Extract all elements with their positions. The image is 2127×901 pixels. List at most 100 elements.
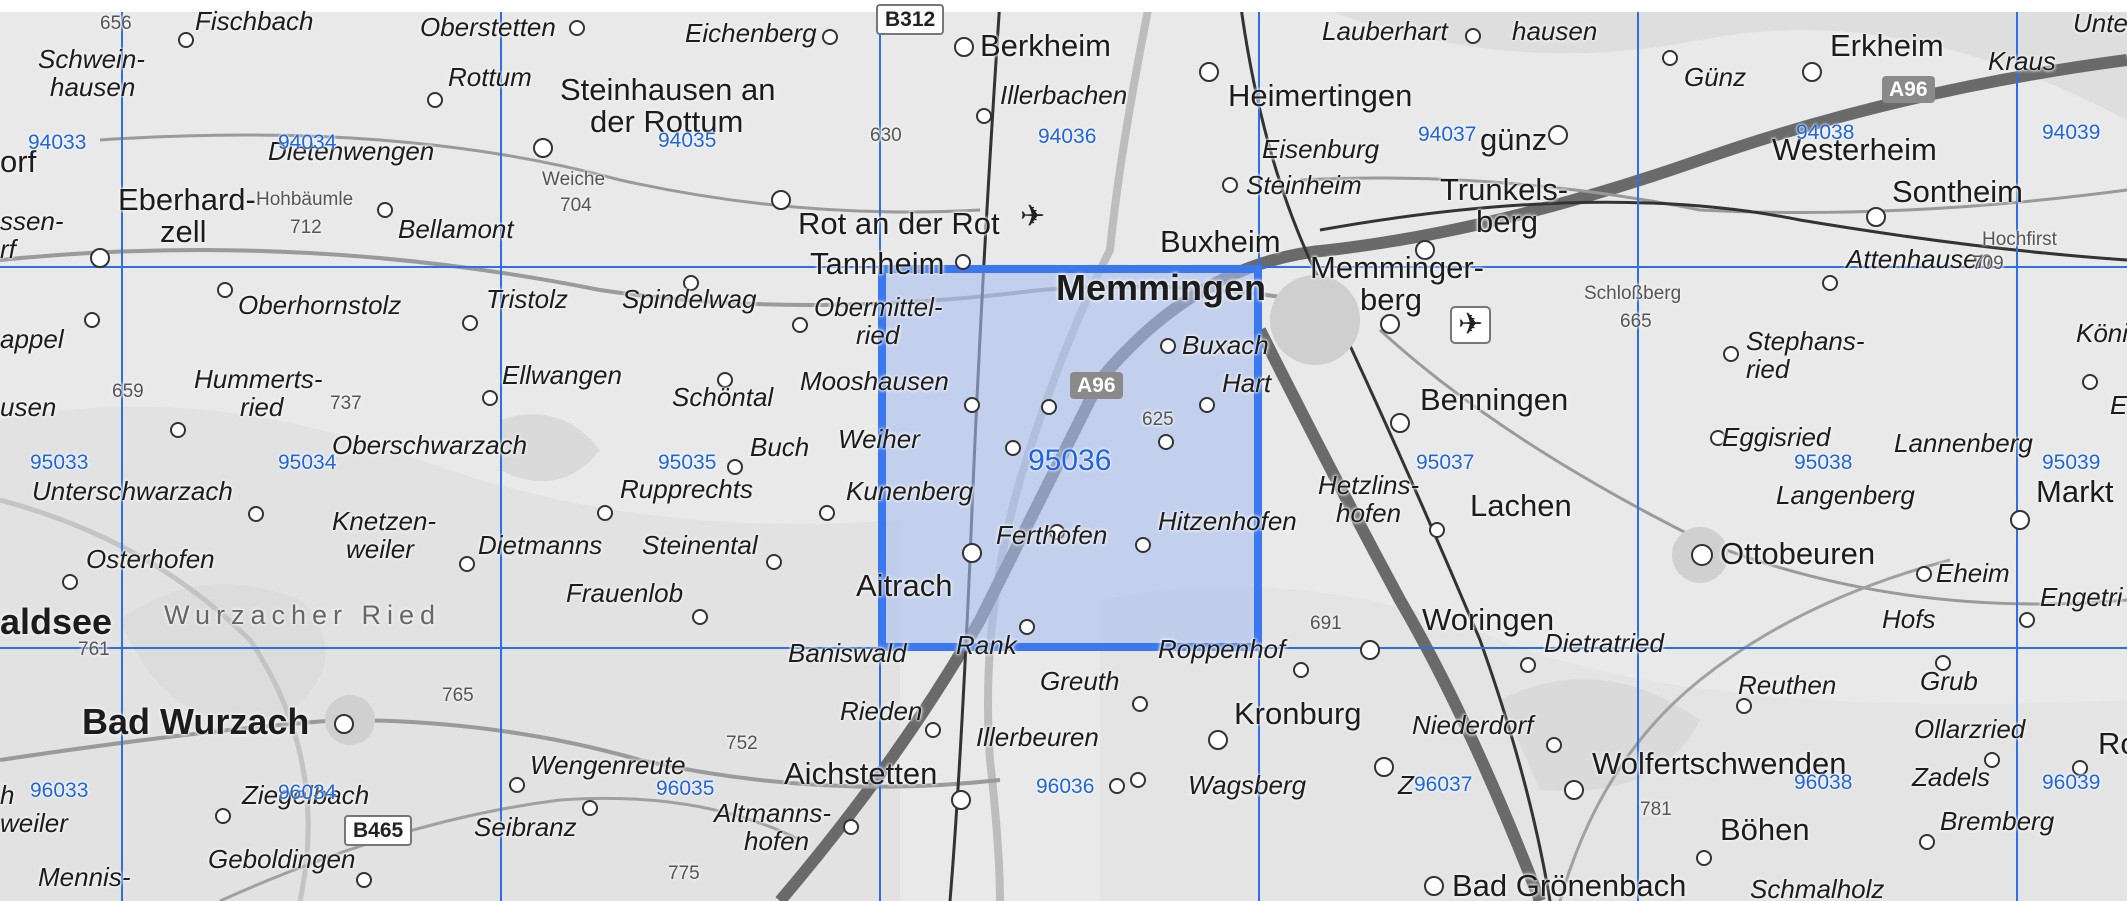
grid-cell-label-95035[interactable]: 95035	[658, 451, 717, 474]
grid-cell-label-96033[interactable]: 96033	[30, 779, 89, 802]
place-label: Knetzen-	[332, 506, 437, 536]
place-label: Berkheim	[980, 28, 1111, 63]
place-label: hausen	[50, 72, 136, 102]
place-label: Obermittel-	[814, 292, 943, 322]
place-label: ried	[240, 392, 284, 422]
place-label: usen	[0, 392, 57, 422]
place-label: Eheim	[1936, 558, 2010, 588]
elevation-label: 630	[870, 125, 902, 146]
grid-cell-label-94036[interactable]: 94036	[1038, 125, 1097, 148]
grid-cell-label-96037[interactable]: 96037	[1414, 773, 1473, 796]
elevation-label: 625	[1142, 409, 1174, 430]
place-label: Hart	[1222, 368, 1272, 398]
place-label: Sontheim	[1892, 174, 2023, 209]
place-label: Dietmanns	[478, 530, 603, 560]
grid-cell-label-94037[interactable]: 94037	[1418, 123, 1477, 146]
grid-cell-label-96039[interactable]: 96039	[2042, 771, 2101, 794]
place-label: berg	[1476, 204, 1539, 239]
place-label: Schöntal	[672, 382, 774, 412]
grid-cell-label-95034[interactable]: 95034	[278, 451, 337, 474]
grid-cell-label-96034[interactable]: 96034	[278, 781, 337, 804]
grid-cell-label-94038[interactable]: 94038	[1796, 121, 1855, 144]
place-label: Mennis-	[38, 862, 131, 892]
place-label: Mooshausen	[800, 366, 949, 396]
elevation-label: 709	[1972, 253, 2004, 274]
place-label: Geboldingen	[208, 844, 356, 874]
place-label: Attenhausen	[1846, 244, 1993, 274]
grid-cell-label-94033[interactable]: 94033	[28, 131, 87, 154]
place-label: Illerbachen	[1000, 80, 1128, 110]
place-label: ried	[856, 320, 900, 350]
place-label: Steinheim	[1246, 170, 1362, 200]
place-label: Dietratried	[1544, 628, 1664, 658]
place-label: Spindelwag	[622, 284, 757, 314]
place-label: Kunenberg	[846, 476, 974, 506]
place-label: Eisenburg	[1262, 134, 1380, 164]
place-label: Wengenreute	[530, 750, 686, 780]
place-label: aldsee	[0, 601, 113, 642]
place-label: berg	[1360, 282, 1423, 317]
grid-cell-label-96035[interactable]: 96035	[656, 777, 715, 800]
place-label: Reuthen	[1738, 670, 1837, 700]
area-label: Wurzacher Ried	[164, 600, 442, 630]
place-label: Rupprechts	[620, 474, 753, 504]
place-label: Lauberhart	[1322, 16, 1448, 46]
place-label: Ferthofen	[996, 520, 1108, 550]
place-label: Trunkels-	[1440, 172, 1569, 207]
place-label: Günz	[1684, 62, 1747, 92]
grid-cell-label-96036[interactable]: 96036	[1036, 775, 1095, 798]
elevation-label: 656	[100, 13, 132, 34]
elevation-label: 761	[78, 639, 110, 660]
place-label: Rieden	[840, 696, 923, 726]
place-label: Engetri	[2040, 582, 2123, 612]
road-shield-b465: B465	[344, 815, 413, 846]
grid-cell-label-95038[interactable]: 95038	[1794, 451, 1853, 474]
grid-cell-label-95039[interactable]: 95039	[2042, 451, 2101, 474]
place-label: Steinhausen an	[560, 72, 776, 107]
grid-cell-label-95033[interactable]: 95033	[30, 451, 89, 474]
place-label: Weiche	[542, 169, 606, 190]
place-label: Grub	[1920, 666, 1978, 696]
grid-cell-label-95036-selected[interactable]: 95036	[1028, 444, 1112, 477]
place-label: Ellwangen	[502, 360, 622, 390]
place-label: weiler	[0, 808, 68, 838]
place-label: Stephans-	[1746, 326, 1865, 356]
place-label: Oberschwarzach	[332, 430, 528, 460]
grid-cell-label-94039[interactable]: 94039	[2042, 121, 2101, 144]
place-label: zell	[160, 214, 207, 249]
place-label: Niederdorf	[1412, 710, 1534, 740]
place-label: Rot an der Rot	[798, 206, 1000, 241]
elevation-label: 781	[1640, 799, 1672, 820]
place-label: ssen-	[0, 206, 64, 236]
place-label: Markt	[2036, 474, 2114, 509]
place-label: Ziegelbach	[242, 780, 370, 810]
grid-cell-label-94034[interactable]: 94034	[278, 131, 337, 154]
grid-cell-label-96038[interactable]: 96038	[1794, 771, 1853, 794]
place-label: Zadels	[1912, 762, 1991, 792]
grid-cell-label-94035[interactable]: 94035	[658, 129, 717, 152]
elevation-label: 775	[668, 863, 700, 884]
place-label: Benningen	[1420, 382, 1569, 417]
place-label: Greuth	[1040, 666, 1120, 696]
place-label: Buch	[750, 432, 810, 462]
place-label: Bad Grönenbach	[1452, 868, 1687, 901]
place-label: Osterhofen	[86, 544, 215, 574]
place-label: Steinental	[642, 530, 758, 560]
place-label: Baniswald	[788, 638, 907, 668]
place-label: Roppenhof	[1158, 634, 1286, 664]
place-label: Z	[1398, 770, 1414, 800]
place-label: Heimertingen	[1228, 78, 1413, 113]
place-label: Wagsberg	[1188, 770, 1307, 800]
airplane-icon: ✈	[1450, 306, 1492, 344]
place-label: ried	[1746, 354, 1790, 384]
grid-cell-label-95037[interactable]: 95037	[1416, 451, 1475, 474]
place-label: Dietenwengen	[268, 136, 435, 166]
elevation-label: 737	[330, 393, 362, 414]
place-label: hofen	[744, 826, 810, 856]
place-label: Wolfertschwenden	[1592, 746, 1847, 781]
place-label: Rank	[956, 630, 1017, 660]
place-label: E	[2110, 390, 2127, 420]
place-label: h	[0, 780, 15, 810]
